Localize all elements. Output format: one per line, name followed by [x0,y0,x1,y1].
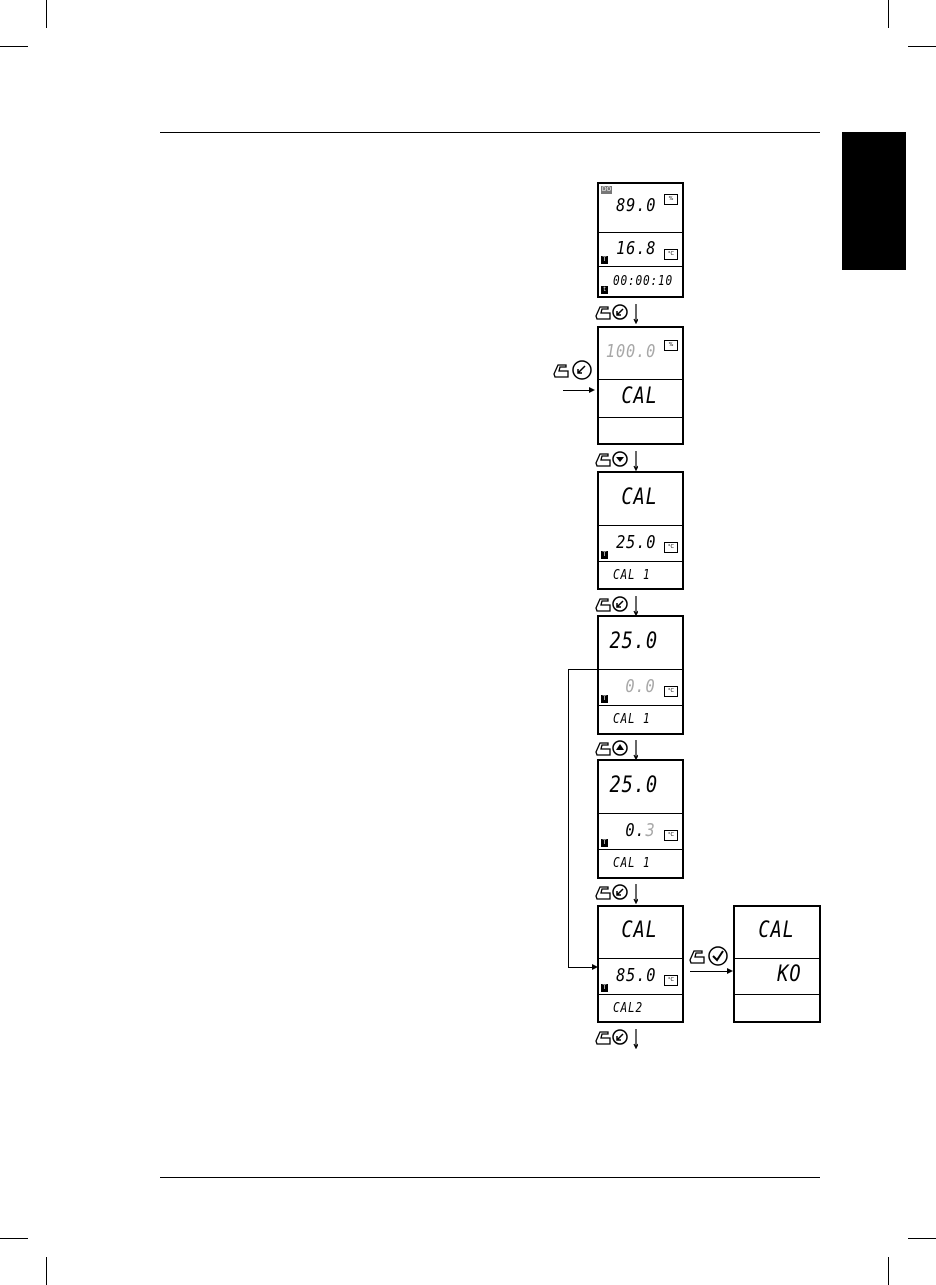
temperature-indicator: T [601,695,608,703]
lcd-screen-cal1-offset: 25.0 T 0.0 °C CAL 1 [597,615,684,735]
lcd-temp-row: T 0.0 °C [599,669,682,705]
temperature-value: 0.0 [626,676,656,697]
lcd-middle-row: KO [735,958,819,994]
loop-line-top [568,669,597,670]
middle-text: KO [777,962,801,987]
crop-mark [0,1238,28,1239]
temperature-unit: °C [664,249,678,260]
down-arrow-key-icon[interactable] [594,447,638,471]
calibrate-key-icon[interactable] [594,880,638,904]
timer-value: 00:00:10 [613,274,673,289]
temperature-value: 0.3 [626,820,656,841]
calibrate-key-icon[interactable] [552,358,596,382]
header-rule [160,132,820,133]
flow-arrow [563,390,591,391]
calibrate-key-icon[interactable] [594,1025,638,1049]
temperature-unit: °C [664,686,678,697]
temperature-unit: °C [664,830,678,841]
lcd-screen-measurement: DO 89.0 % T 16.8 °C t 00:00:10 [597,182,684,298]
unit-label: % [664,194,678,205]
lcd-temp-row: T 85.0 °C [599,958,682,994]
crop-mark [46,0,47,28]
lcd-bottom-row: CAL 1 [599,705,682,733]
loop-line-vertical [568,669,569,968]
temperature-indicator: T [601,984,608,992]
temperature-indicator: T [601,551,608,559]
section-thumb-tab [842,132,906,270]
lcd-main-row: 25.0 [599,617,682,669]
main-value: 25.0 [610,629,658,654]
lcd-screen-cal2: CAL T 85.0 °C CAL2 [597,905,684,1023]
temperature-indicator: T [601,839,608,847]
lcd-main-row: 25.0 [599,761,682,813]
up-arrow-key-icon[interactable] [594,736,638,760]
temperature-editing-digit: 3 [646,820,656,841]
lcd-bottom-row [735,994,819,1021]
lcd-middle-row: CAL [599,379,682,417]
main-value: 100.0 [606,341,656,362]
temperature-value: 85.0 [616,965,656,986]
lcd-screen-cal-start: 100.0 % CAL [597,326,684,445]
crop-mark [908,1238,936,1239]
main-value: CAL [622,485,658,510]
loop-line-bottom [568,967,593,968]
crop-mark [46,1257,47,1285]
bottom-text: CAL 1 [613,712,651,727]
lcd-main-row: CAL [599,473,682,525]
main-value: 25.0 [610,773,658,798]
lcd-temp-row: T 16.8 °C [599,232,682,266]
bottom-text: CAL 1 [613,856,651,871]
lcd-screen-cal-error: CAL KO [733,905,821,1023]
crop-mark [888,1257,889,1285]
check-key-icon[interactable] [688,944,732,968]
do-indicator: DO [601,186,612,194]
arrow-head [589,387,595,393]
lcd-bottom-row: CAL2 [599,994,682,1021]
bottom-text: CAL2 [613,1001,643,1016]
lcd-main-row: CAL [735,907,819,958]
temperature-integer: 0. [626,820,646,841]
lcd-bottom-row [599,417,682,443]
lcd-main-row: CAL [599,907,682,958]
main-value: CAL [759,918,795,943]
temperature-unit: °C [664,975,678,986]
middle-text: CAL [622,384,658,409]
lcd-timer-row: t 00:00:10 [599,266,682,296]
flow-arrow [690,971,728,972]
lcd-temp-row: T 25.0 °C [599,525,682,561]
lcd-temp-row: T 0.3 °C [599,813,682,849]
timer-indicator: t [601,286,608,294]
lcd-screen-cal1-adjusted: 25.0 T 0.3 °C CAL 1 [597,759,684,879]
temperature-unit: °C [664,542,678,553]
crop-mark [908,46,936,47]
crop-mark [888,0,889,28]
bottom-text: CAL 1 [613,568,651,583]
main-value: CAL [622,918,658,943]
temperature-indicator: T [601,256,608,264]
calibrate-key-icon[interactable] [594,300,638,324]
lcd-screen-cal1-temp: CAL T 25.0 °C CAL 1 [597,471,684,590]
arrow-head [592,964,598,970]
lcd-main-row: DO 89.0 % [599,184,682,232]
unit-label: % [664,340,678,351]
lcd-bottom-row: CAL 1 [599,561,682,588]
lcd-main-row: 100.0 % [599,328,682,379]
temperature-value: 16.8 [616,238,656,259]
crop-mark [0,46,28,47]
lcd-bottom-row: CAL 1 [599,849,682,877]
calibrate-key-icon[interactable] [594,592,638,616]
footer-rule [160,1177,820,1178]
main-value: 89.0 [616,195,656,216]
temperature-value: 25.0 [616,532,656,553]
